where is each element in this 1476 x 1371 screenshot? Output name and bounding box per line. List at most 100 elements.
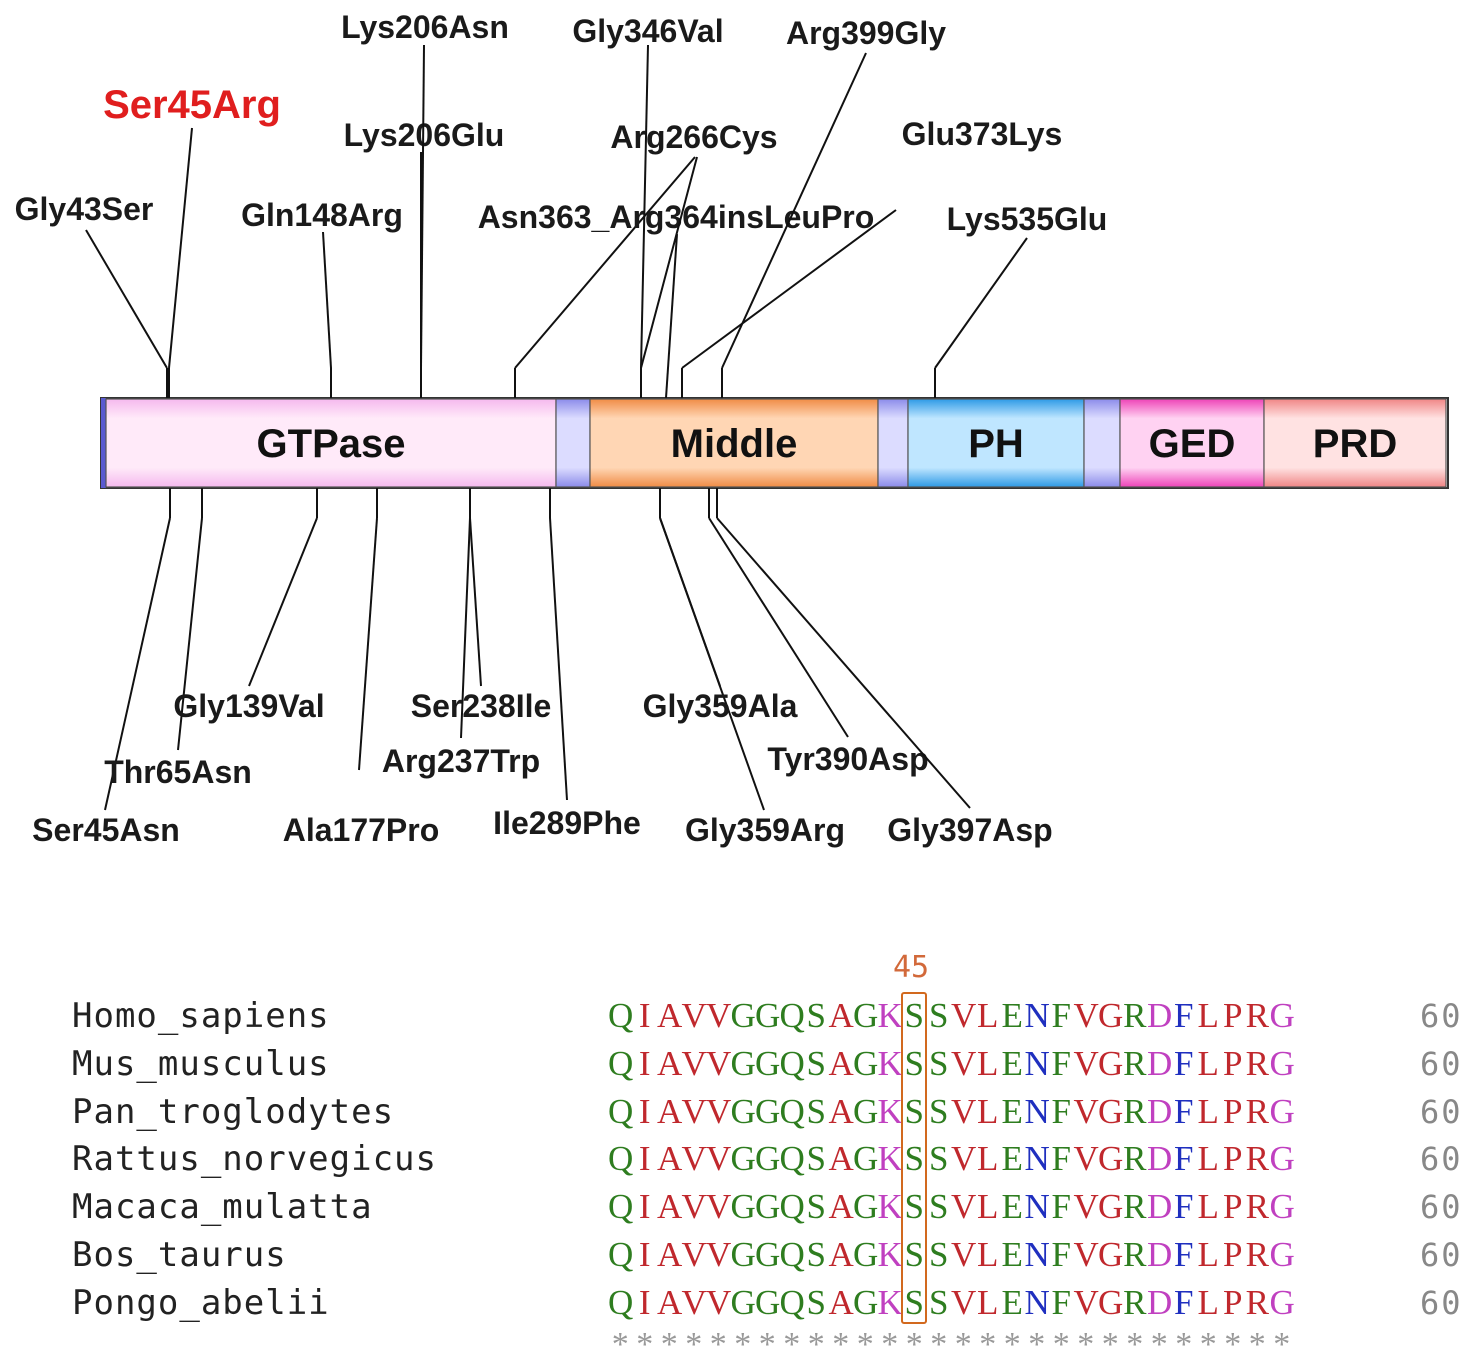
residue: I — [638, 1282, 651, 1322]
residue: K — [877, 1235, 903, 1274]
mutation-label: Arg399Gly — [786, 15, 946, 51]
mutation-label: Gly43Ser — [15, 191, 154, 227]
position-label: 45 — [892, 950, 930, 985]
residue: G — [755, 1187, 781, 1227]
residue: N — [1024, 1235, 1050, 1274]
residue: V — [681, 1043, 707, 1083]
residue: V — [1073, 1091, 1099, 1131]
conservation-mark: * — [1199, 1326, 1217, 1363]
residue: V — [681, 1091, 707, 1131]
residue: F — [1051, 1187, 1071, 1227]
residue: V — [681, 1187, 707, 1227]
residue: G — [730, 1091, 756, 1131]
residue: L — [1197, 1091, 1219, 1131]
sequence-end-position: 60 — [1420, 1044, 1463, 1083]
residue: G — [730, 1139, 756, 1179]
mutation-leader — [640, 156, 698, 369]
mutation-leader — [659, 517, 721, 687]
mutation-leader — [721, 52, 867, 369]
mutation-leader — [469, 517, 482, 687]
species-name: Pan_troglodytes — [72, 1091, 395, 1132]
residue: S — [904, 1043, 924, 1083]
residue: A — [657, 1043, 683, 1083]
residue: E — [1001, 1043, 1023, 1083]
residue: V — [706, 1139, 732, 1179]
residue: P — [1223, 1091, 1243, 1131]
residue: L — [977, 1139, 999, 1179]
residue: I — [638, 1187, 651, 1227]
conservation-mark: * — [954, 1326, 972, 1363]
residue: L — [977, 1043, 999, 1083]
sequence-end-position: 60 — [1420, 1092, 1463, 1131]
residue: R — [1245, 1235, 1269, 1274]
residue: G — [730, 1187, 756, 1227]
conserved-residue-highlight — [901, 992, 927, 1324]
residue: Q — [779, 1091, 805, 1131]
mutation-leader — [248, 517, 318, 687]
residue: F — [1174, 1139, 1194, 1179]
residue: D — [1147, 1187, 1173, 1227]
residue: P — [1223, 996, 1243, 1035]
residue: S — [904, 996, 924, 1035]
mutation-leader — [934, 237, 1028, 369]
residue: E — [1001, 1235, 1023, 1274]
residue: F — [1051, 1043, 1071, 1083]
residue: L — [1197, 1187, 1219, 1227]
residue: Q — [779, 1043, 805, 1083]
residue: F — [1174, 1091, 1194, 1131]
conservation-mark: * — [881, 1326, 899, 1363]
residue: S — [904, 1282, 924, 1322]
residue: A — [828, 1235, 854, 1274]
residue: L — [1197, 1235, 1219, 1274]
residue: V — [951, 1043, 977, 1083]
species-name: Homo_sapiens — [72, 996, 330, 1036]
mutation-leader — [665, 233, 678, 399]
residue: D — [1147, 1139, 1173, 1179]
domain-label-middle: Middle — [671, 422, 798, 466]
residue: E — [1001, 1139, 1023, 1179]
conservation-mark: * — [1126, 1326, 1144, 1363]
residue: E — [1001, 1187, 1023, 1227]
residue: Q — [608, 996, 634, 1035]
mutation-leader — [420, 44, 425, 369]
conservation-mark: * — [636, 1326, 654, 1363]
mutation-label: Gly359Ala — [643, 688, 798, 724]
mutation-label: Gly139Val — [173, 688, 324, 724]
residue: Q — [608, 1187, 634, 1227]
residue: S — [806, 1043, 826, 1083]
mutation-label: Lys206Asn — [341, 9, 509, 45]
residue: S — [904, 1139, 924, 1179]
residue: K — [877, 1043, 903, 1083]
residue: A — [657, 1139, 683, 1179]
residue: E — [1001, 1091, 1023, 1131]
residue: A — [828, 996, 854, 1035]
residue: R — [1123, 1235, 1147, 1274]
residue: G — [1098, 996, 1124, 1035]
residue: G — [853, 1282, 879, 1322]
domain-prd — [1263, 398, 1447, 488]
residue: E — [1001, 996, 1023, 1035]
residue: Q — [608, 1282, 634, 1322]
residue: R — [1245, 1282, 1269, 1322]
mutation-label: Arg237Trp — [382, 743, 540, 779]
conservation-mark: * — [1052, 1326, 1070, 1363]
mutation-leader — [358, 517, 378, 771]
residue: A — [657, 1282, 683, 1322]
conservation-mark: * — [1028, 1326, 1046, 1363]
mutation-leader — [168, 127, 193, 369]
residue: L — [977, 1091, 999, 1131]
residue: Q — [779, 1235, 805, 1274]
residue: G — [1269, 996, 1295, 1035]
residue: G — [853, 996, 879, 1035]
residue: G — [755, 996, 781, 1035]
residue: R — [1245, 996, 1269, 1035]
conservation-mark: * — [832, 1326, 850, 1363]
residue: G — [755, 1091, 781, 1131]
residue: P — [1223, 1235, 1243, 1274]
residue: S — [806, 1187, 826, 1227]
residue: V — [706, 1043, 732, 1083]
residue: I — [638, 1091, 651, 1131]
residue: P — [1223, 1187, 1243, 1227]
